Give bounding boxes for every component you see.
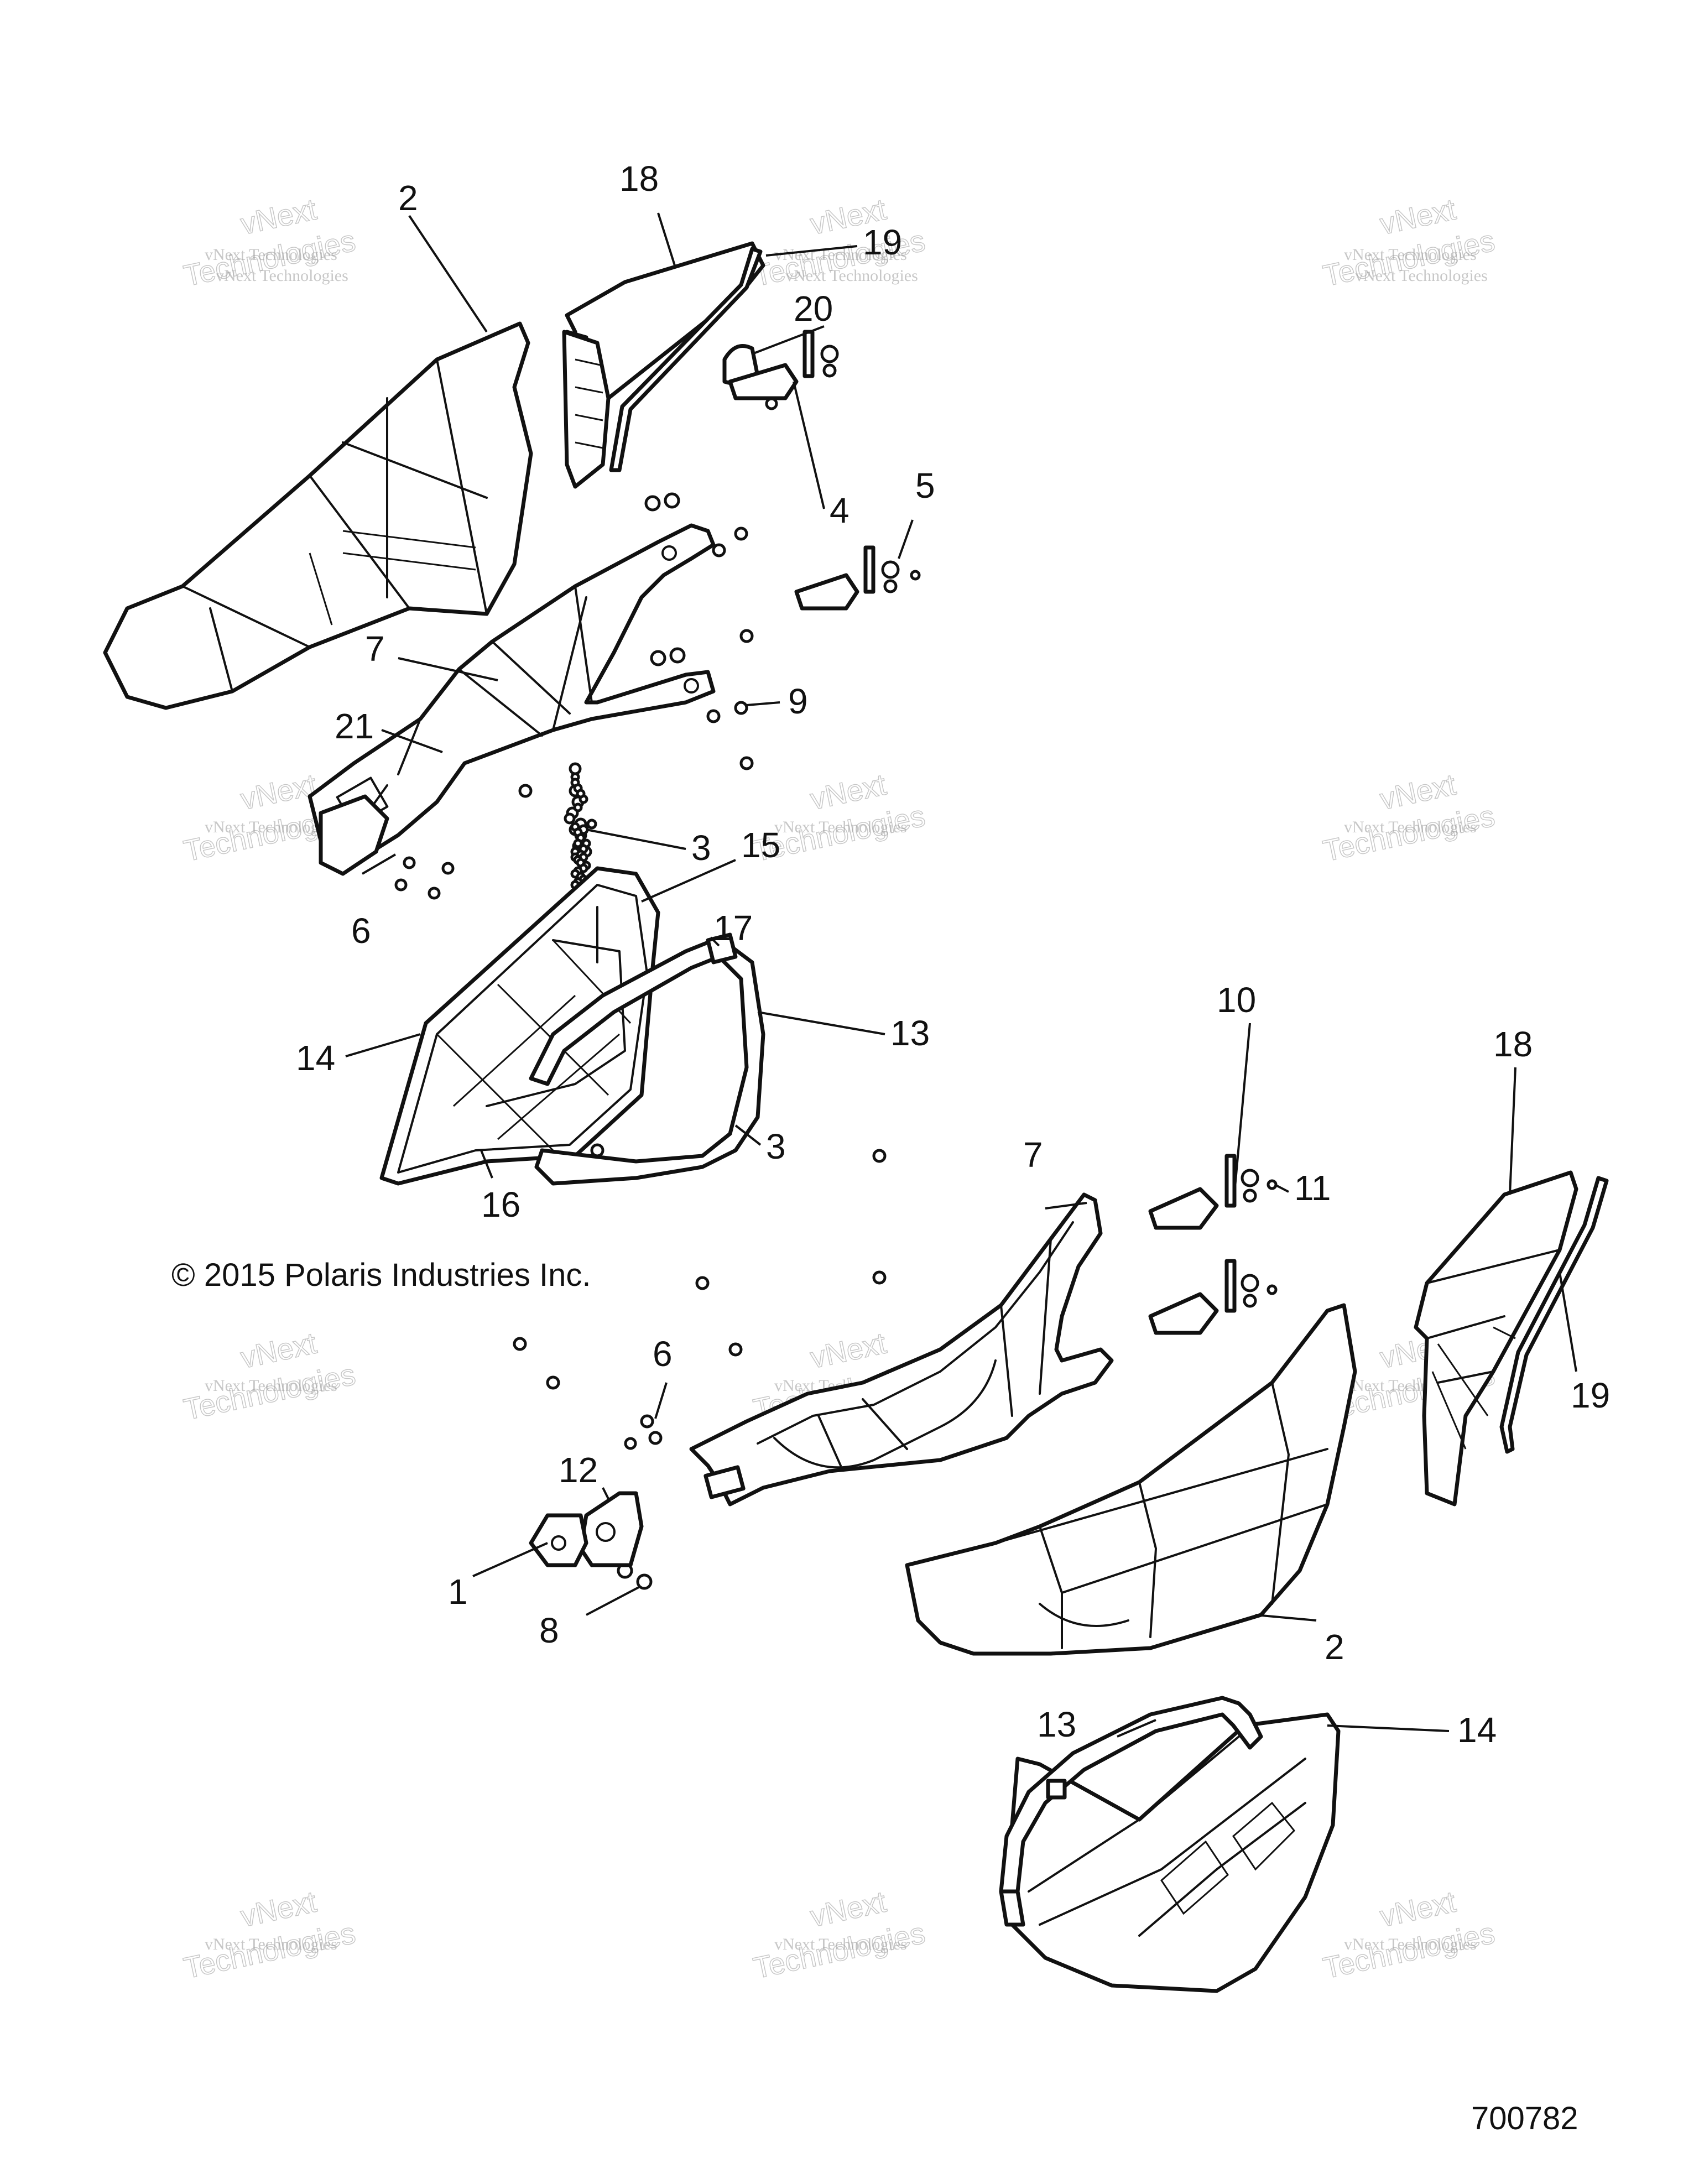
callout-18-top: 18 [619,159,659,199]
callout-19-right: 19 [1571,1375,1610,1415]
callout-20: 20 [794,289,833,329]
callout-18-right: 18 [1493,1024,1533,1064]
callout-8: 8 [539,1610,559,1650]
callout-9: 9 [788,681,808,721]
watermark-small: vNext Technologies [1344,246,1477,264]
leader-lines [345,212,1577,1738]
part-18-trim-right [1414,1170,1578,1507]
callout-7-mid: 7 [1023,1135,1043,1175]
part-13-tube-frame-top [529,932,765,1186]
part-10-hinge-upper [1148,1154,1278,1230]
part-10-hinge-lower [1148,1259,1278,1335]
part-2-outer-panel-top [103,321,533,710]
watermark-small: vNext Technologies [205,1377,337,1395]
callout-15: 15 [741,825,780,865]
part-1-handle [529,1513,588,1567]
watermark-small: vNext Technologies [785,267,918,285]
callout-21: 21 [335,706,374,746]
callout-12: 12 [559,1450,598,1490]
part-19-seal-top [609,247,763,472]
callout-14-top: 14 [296,1038,335,1078]
callout-17: 17 [713,908,753,948]
part-12-latch [579,1491,644,1567]
callout-14-bottom: 14 [1457,1710,1497,1750]
callout-1: 1 [448,1572,468,1612]
callout-19-top: 19 [863,222,902,262]
callout-3-mid: 3 [766,1127,786,1166]
callout-13-bottom: 13 [1037,1705,1076,1744]
watermark-small: vNext Technologies [774,818,907,836]
watermark-small: vNext Technologies [205,1935,337,1953]
watermark-small: vNext Technologies [1344,1935,1477,1953]
part-21-latch [319,794,389,876]
watermark-small: vNext Technologies [216,267,348,285]
part-2-outer-panel-bottom [905,1303,1357,1656]
callout-7-top: 7 [365,629,385,669]
callout-11: 11 [1294,1168,1331,1208]
callouts: 2 18 19 20 4 5 7 9 21 3 15 6 17 13 14 3 … [296,159,1610,1750]
document-number: 700782 [1471,2100,1578,2136]
watermark-small: vNext Technologies [774,1935,907,1953]
callout-10: 10 [1217,980,1256,1020]
callout-4: 4 [830,491,850,530]
part-5-hinge [794,545,921,611]
callout-2-top: 2 [398,178,418,218]
callout-6-mid: 6 [653,1334,673,1374]
callout-6-top: 6 [351,911,371,951]
copyright-notice: © 2015 Polaris Industries Inc. [171,1257,591,1293]
part-4-hinge [728,330,839,400]
watermark-small: vNext Technologies [205,246,337,264]
part-7-frame-lower [689,1192,1114,1507]
callout-13-top: 13 [890,1013,930,1053]
callout-16: 16 [481,1185,520,1224]
watermark-small: vNext Technologies [1355,267,1488,285]
fasteners-lower [513,1149,887,1590]
callout-3-top: 3 [691,828,711,868]
part-14-inner-panel-top [379,866,660,1186]
callout-2-bottom: 2 [1325,1627,1344,1667]
part-18-trim-top [562,241,765,489]
part-7-frame-top [308,523,716,865]
part-14-inner-panel-bottom [1004,1712,1341,1993]
part-19-seal-right [1499,1176,1609,1454]
part-13-tube-frame-bottom [999,1696,1263,1927]
callout-5: 5 [915,466,935,505]
watermark-small: vNext Technologies [1344,818,1477,836]
